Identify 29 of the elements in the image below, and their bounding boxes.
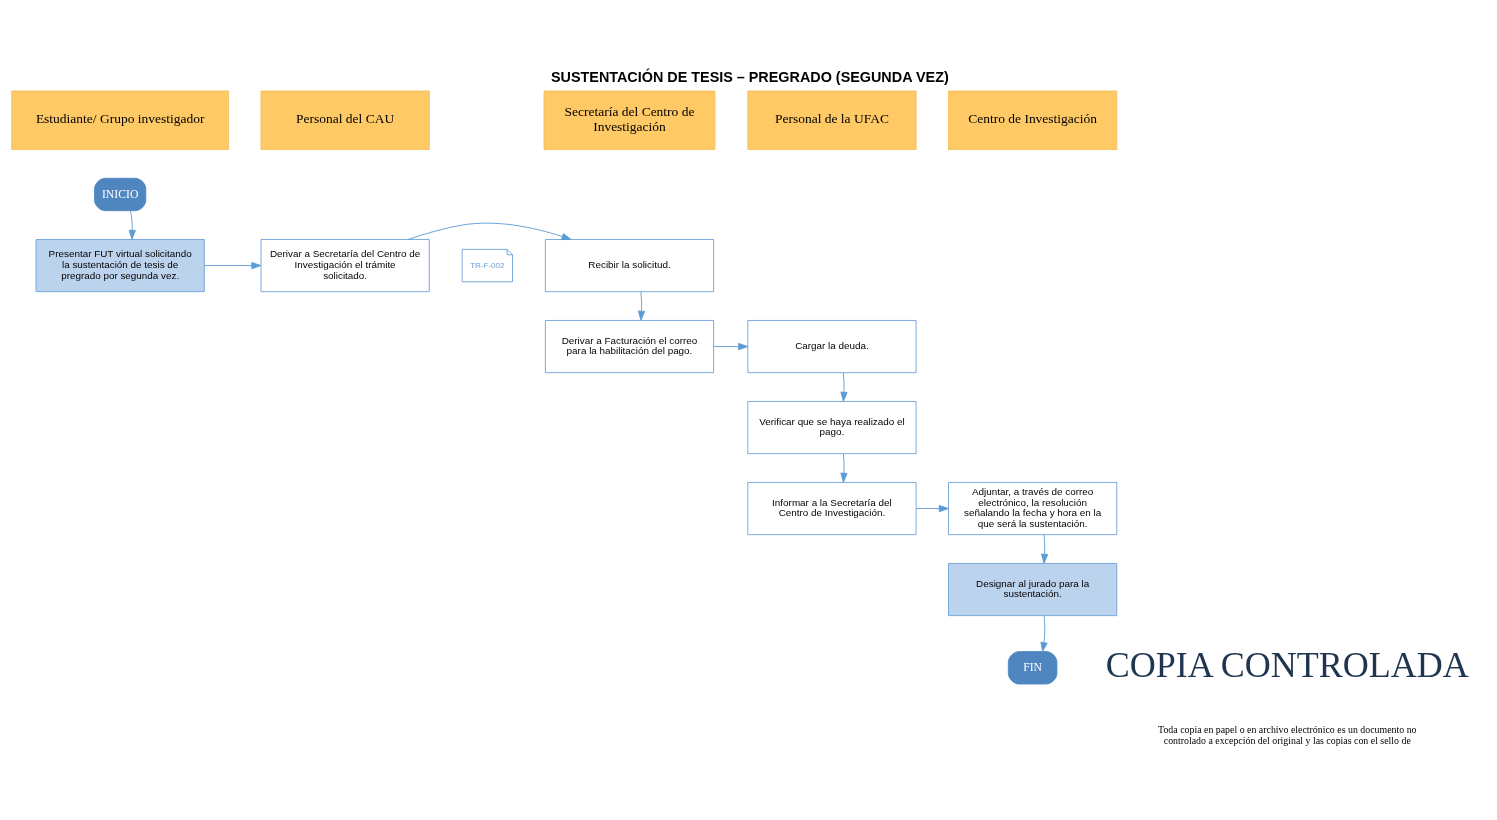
node-box: INICIO	[94, 177, 147, 212]
node-box: Recibir la solicitud.	[544, 239, 715, 293]
node-box: Presentar FUT virtual solicitando la sustentación de tesis de pregrado por segunda vez.	[35, 239, 205, 293]
node-box: FIN	[1007, 651, 1058, 685]
arrow	[637, 291, 646, 321]
node-box: Designar al jurado para la sustentación.	[948, 562, 1118, 617]
arrow	[1040, 615, 1048, 653]
arrow	[915, 504, 949, 513]
arrow	[128, 210, 136, 240]
node-box: Personal de la UFAC	[747, 90, 917, 150]
node-box: Adjuntar, a través de correo electrónico, la resolución señalando la fecha y hora en la que será la sustentación.	[948, 482, 1118, 536]
label: Toda copia en papel o en archivo electrónico es un documento no controlado a excepción del original y las copias con el sello de	[1158, 724, 1417, 747]
node-box: Cargar la deuda.	[747, 320, 917, 374]
label: COPIA CONTROLADA	[1105, 644, 1469, 685]
arrow	[840, 453, 848, 483]
node-box: Estudiante/ Grupo investigador	[11, 90, 230, 150]
arrow	[1041, 534, 1049, 564]
node-box: Derivar a Secretaría del Centro de Investigación el trámite solicitado.	[260, 239, 430, 293]
node-box: Secretaría del Centro de Investigación	[543, 90, 716, 150]
node-box: Verificar que se haya realizado el pago.	[747, 401, 917, 455]
arrow	[204, 261, 262, 270]
node-box: Centro de Investigación	[948, 90, 1118, 150]
node-box: Derivar a Facturación el correo para la habilitación del pago.	[544, 320, 715, 374]
diagram-title: SUSTENTACIÓN DE TESIS – PREGRADO (SEGUNDA VEZ)	[550, 68, 949, 85]
node-box: Personal del CAU	[260, 90, 430, 150]
arrow	[407, 222, 572, 241]
arrow	[713, 342, 749, 351]
arrow	[840, 372, 848, 402]
node-box: Informar a la Secretaría del Centro de Investigación.	[747, 482, 917, 536]
